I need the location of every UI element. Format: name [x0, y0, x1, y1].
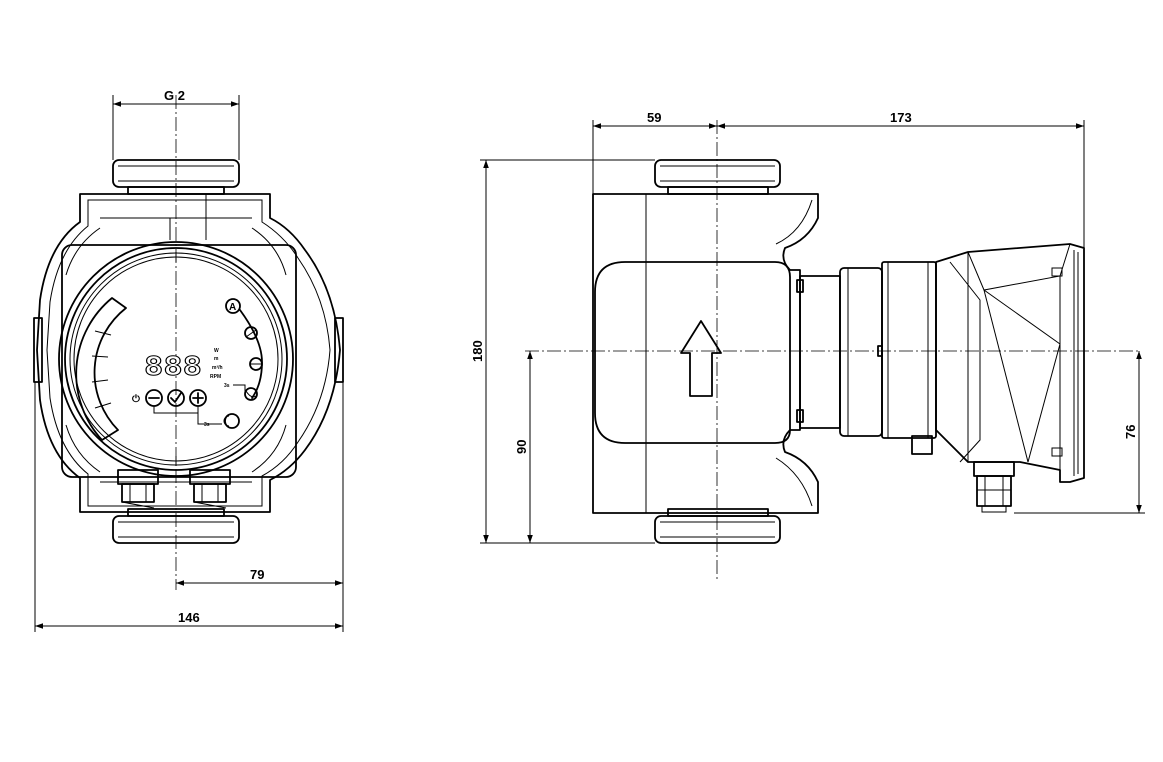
front-dimensions: G 2 79 146: [34, 88, 344, 632]
display-digits: 888: [144, 352, 202, 382]
side-pump-housing: [592, 193, 819, 514]
front-right-boss: [334, 317, 344, 383]
side-stator-housing: [839, 267, 883, 437]
dim-173-label: 173: [890, 110, 912, 125]
dim-180-label: 180: [470, 340, 485, 362]
dim-59-label: 59: [647, 110, 661, 125]
night-mode-icon: [224, 413, 240, 429]
display-unit-m: m: [214, 356, 219, 362]
dim-146-label: 146: [178, 610, 200, 625]
mode-auto-indicator: [225, 298, 241, 314]
side-view: [525, 120, 1140, 580]
front-motor-base: [61, 244, 297, 478]
front-control-head-outer: [58, 241, 294, 477]
flow-direction-arrow-icon: [680, 320, 722, 397]
dim-90-label: 90: [514, 440, 529, 454]
side-cable-gland: [911, 435, 1015, 513]
front-cable-glands: [117, 469, 231, 509]
front-view: 888 W m m³/h RPM A 3s ⏻ 3s: [33, 95, 344, 590]
side-motor-neck: [799, 275, 841, 429]
dim-thread-label: G 2: [164, 88, 185, 103]
side-top-union-nut: [654, 159, 781, 188]
mode-constant-icon: [249, 357, 263, 371]
display-3s-label-a: 3s: [224, 383, 230, 389]
side-electronics-head: [935, 243, 1085, 483]
led-bar-arc: [75, 297, 127, 441]
display-unit-rpm: RPM: [210, 374, 221, 380]
mode-curve-icon: [244, 387, 258, 401]
display-unit-flow: m³/h: [212, 365, 223, 371]
side-bottom-union-nut: [654, 515, 781, 544]
confirm-button[interactable]: [167, 389, 185, 407]
mode-proportional-icon: [244, 326, 258, 340]
side-housing-window: [594, 261, 791, 444]
mode-auto-label: A: [229, 302, 236, 313]
front-left-boss: [33, 317, 43, 383]
side-dimensions: 59 173 180 90 76: [470, 110, 1145, 544]
power-icon: ⏻: [132, 393, 140, 405]
dim-76-label: 76: [1123, 425, 1138, 439]
display-3s-label-b: 3s: [204, 422, 210, 428]
front-pump-housing: [36, 193, 341, 513]
display-unit-w: W: [214, 348, 219, 354]
dim-79-label: 79: [250, 567, 264, 582]
